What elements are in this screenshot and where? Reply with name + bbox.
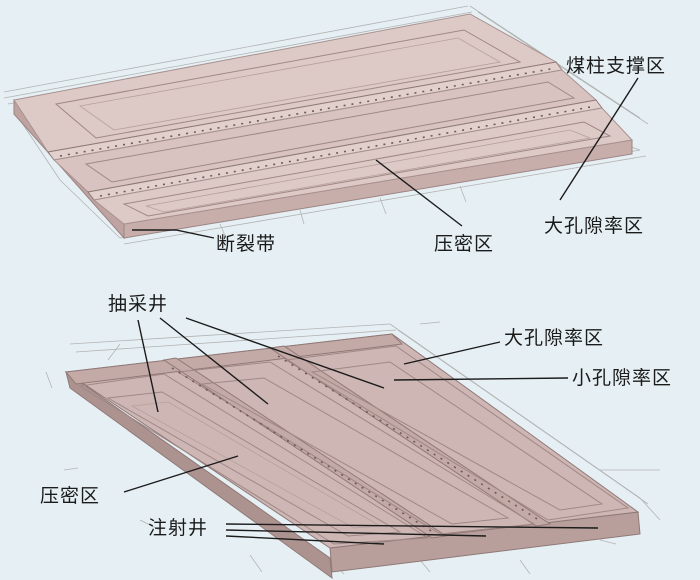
label-compaction-zone-bottom: 压密区 bbox=[40, 485, 100, 507]
top-panel-1-inner2 bbox=[78, 37, 502, 131]
top-panel-1-inner bbox=[54, 29, 522, 139]
top-panel-2-inner bbox=[84, 81, 576, 183]
leader-coal-pillar bbox=[609, 77, 639, 123]
leader-extraction-2 bbox=[159, 317, 269, 405]
top-panel-3-inner2 bbox=[145, 129, 592, 213]
label-fracture-zone: 断裂带 bbox=[216, 233, 276, 255]
top-leaders bbox=[132, 77, 639, 239]
label-high-porosity-zone-bottom: 大孔隙率区 bbox=[504, 327, 604, 349]
leader-fracture-zone bbox=[132, 229, 215, 239]
label-extraction-wells: 抽采井 bbox=[108, 293, 168, 315]
label-low-porosity-zone: 小孔隙率区 bbox=[572, 367, 672, 389]
bottom-panel-2-inner bbox=[200, 377, 510, 525]
leader-injection-2 bbox=[225, 529, 487, 537]
bottom-panel-1 bbox=[78, 373, 430, 545]
leader-high-porosity-bottom bbox=[403, 341, 501, 365]
label-injection-wells: 注射井 bbox=[148, 517, 208, 539]
bottom-panel-3-inner bbox=[310, 361, 604, 511]
leader-compaction-bottom bbox=[123, 455, 239, 493]
leader-compaction-top bbox=[375, 159, 463, 227]
leader-injection-1 bbox=[225, 523, 599, 529]
bottom-panel-1-inner bbox=[106, 391, 402, 537]
top-panel-3-inner bbox=[122, 121, 612, 217]
leader-extraction-1 bbox=[137, 319, 159, 413]
bottom-grid bbox=[45, 321, 661, 575]
top-model: 煤柱支撑区 大孔隙率区 断裂带 压密区 bbox=[3, 5, 666, 255]
leader-injection-3 bbox=[225, 535, 385, 545]
bottom-panel-2 bbox=[176, 361, 536, 535]
leader-high-porosity-top bbox=[559, 121, 611, 201]
bottom-pillar-1 bbox=[162, 357, 448, 539]
label-coal-pillar-zone: 煤柱支撑区 bbox=[566, 55, 666, 77]
label-compaction-zone-top: 压密区 bbox=[434, 233, 494, 255]
bottom-panel-3 bbox=[284, 345, 630, 521]
bottom-leaders bbox=[123, 317, 599, 545]
bottom-model: 抽采井 大孔隙率区 小孔隙率区 压密区 注射井 bbox=[40, 293, 672, 580]
leader-low-porosity bbox=[393, 377, 569, 381]
bottom-slab-left-face bbox=[65, 370, 333, 580]
label-high-porosity-zone-top: 大孔隙率区 bbox=[544, 215, 644, 237]
leader-extraction-3 bbox=[185, 317, 385, 389]
